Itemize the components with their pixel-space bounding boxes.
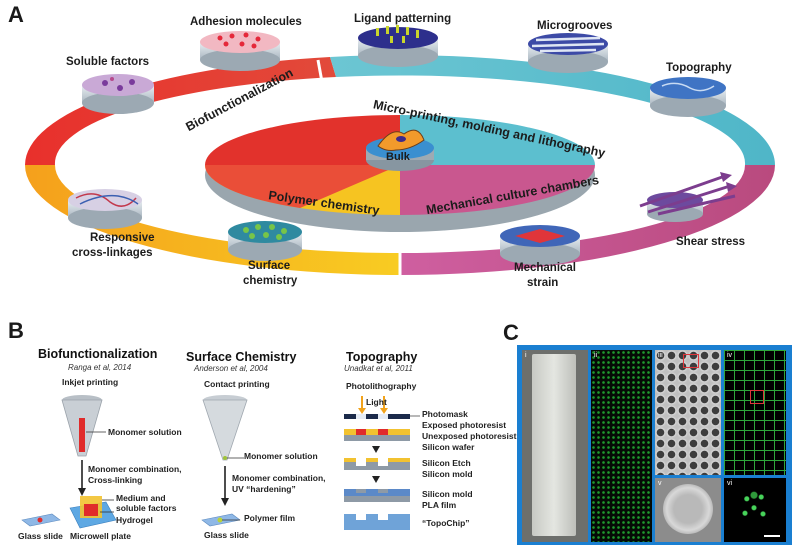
label-shear-stress: Shear stress: [676, 236, 746, 248]
tile-iv-green-grid: iv: [724, 350, 786, 475]
topo-etch: Silicon Etch: [422, 458, 471, 468]
label-ligand-patterning: Ligand patterning: [354, 13, 452, 25]
tile-vi-number: vi: [727, 480, 733, 487]
label-mechanical-strain-2: strain: [527, 277, 559, 289]
tile-ii-fluorescent-array: ii: [591, 350, 652, 542]
inner-slice-microprinting: [400, 115, 595, 165]
biofunc-method: Inkjet printing: [62, 377, 119, 387]
ring-segment-mechanical: [400, 165, 775, 275]
tile-iv-number: iv: [727, 352, 733, 359]
inner-slice-mechanical: [400, 165, 595, 215]
surface-step-2: UV “hardening”: [232, 484, 296, 494]
biofunc-glass-slide: Glass slide: [18, 531, 63, 541]
surface-method: Contact printing: [204, 379, 270, 389]
contact-printer-diagram: [201, 395, 248, 527]
photolithography-diagram: [344, 396, 420, 530]
panel-c-label: C: [503, 320, 519, 345]
topo-exposed: Exposed photoresist: [422, 420, 507, 430]
label-surface-chemistry-1: Surface: [248, 260, 291, 272]
label-mechanical-strain-1: Mechanical: [514, 262, 576, 274]
label-adhesion-molecules: Adhesion molecules: [190, 16, 302, 28]
mechanical-strain-disk: [500, 225, 580, 265]
tile-i-slide-photo: i: [522, 350, 588, 542]
label-responsive-1: Responsive: [90, 232, 155, 244]
biofunc-title: Biofunctionalization: [38, 347, 158, 361]
inkjet-printer-diagram: [21, 395, 117, 529]
topo-photomask: Photomask: [422, 409, 468, 419]
adhesion-molecules-disk: [200, 31, 280, 71]
microgrooves-disk: [528, 33, 608, 73]
topo-title: Topography: [346, 350, 418, 364]
tile-iii-number: iii: [658, 352, 663, 359]
label-responsive-2: cross-linkages: [72, 247, 153, 259]
surface-chemistry-disk: [228, 221, 302, 261]
label-soluble-factors: Soluble factors: [66, 56, 150, 68]
biofunc-monomer-solution: Monomer solution: [108, 427, 182, 437]
topography-disk: [650, 77, 726, 117]
biofunc-hydrogel: Hydrogel: [116, 515, 153, 525]
soluble-factors-disk: [82, 74, 154, 114]
topo-topochip: “TopoChip”: [422, 518, 470, 528]
topo-wafer: Silicon wafer: [422, 442, 475, 452]
surface-citation: Anderson et al, 2004: [194, 364, 268, 373]
biofunc-step-2: Cross-linking: [88, 475, 143, 485]
biofunc-citation: Ranga et al, 2014: [68, 363, 132, 372]
topo-citation: Unadkat et al, 2011: [344, 364, 413, 373]
tile-v-number: v: [658, 480, 662, 487]
surface-title: Surface Chemistry: [186, 350, 297, 364]
topo-method: Photolithography: [346, 381, 417, 391]
shear-stress-disk: [639, 172, 737, 222]
biofunc-microwell: Microwell plate: [70, 531, 131, 541]
topo-pla: PLA film: [422, 500, 457, 510]
label-surface-chemistry-2: chemistry: [243, 275, 298, 287]
tile-ii-number: ii: [594, 352, 598, 359]
topo-mold-2: Silicon mold: [422, 489, 473, 499]
topo-mold-1: Silicon mold: [422, 469, 473, 479]
tile-i-number: i: [525, 352, 527, 359]
ligand-patterning-disk: [358, 25, 438, 67]
surface-monomer-solution: Monomer solution: [244, 451, 318, 461]
label-topography: Topography: [666, 62, 732, 74]
biofunc-step-1: Monomer combination,: [88, 464, 182, 474]
surface-polymer-film: Polymer film: [244, 513, 296, 523]
biofunc-medium-1: Medium and: [116, 493, 166, 503]
panel-a-label: A: [8, 2, 24, 27]
tile-v-brightfield: v: [655, 478, 721, 542]
surface-glass-slide: Glass slide: [204, 530, 249, 540]
label-microgrooves: Microgrooves: [537, 20, 613, 32]
surface-step-1: Monomer combination,: [232, 473, 326, 483]
responsive-crosslinkages-disk: [68, 189, 142, 229]
topo-unexposed: Unexposed photoresist: [422, 431, 517, 441]
engineering-ring-diagram: [25, 25, 775, 277]
inner-slice-biofunctionalization: [205, 115, 400, 165]
tile-vi-fluorescent-cells: vi: [724, 478, 786, 542]
panel-b-label: B: [8, 318, 24, 343]
label-bulk: Bulk: [386, 151, 410, 163]
topo-light: Light: [366, 397, 387, 407]
tile-iii-well-grid: iii: [655, 350, 721, 475]
biofunc-medium-2: soluble factors: [116, 503, 177, 513]
ring-segment-biofunctionalization: [25, 57, 336, 165]
